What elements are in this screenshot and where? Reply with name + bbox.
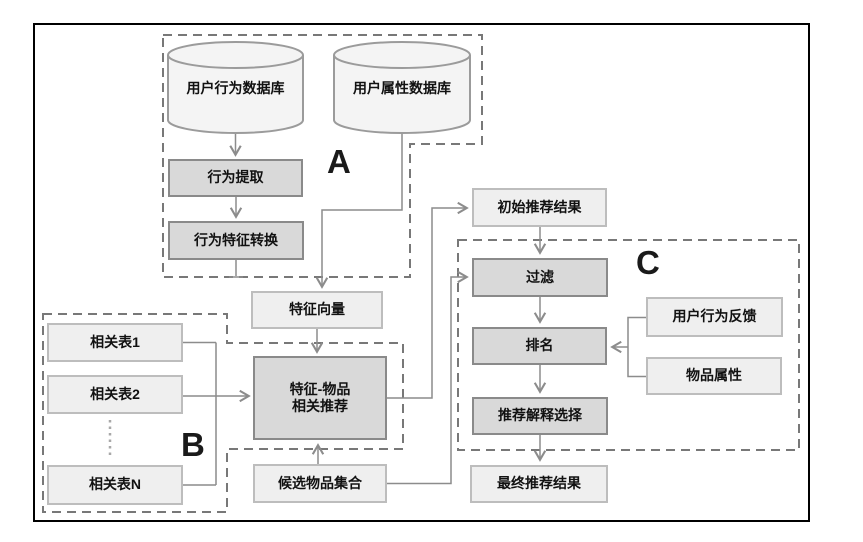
connector-candidate-to-filter <box>387 270 469 485</box>
rel-table-2-box: 相关表2 <box>47 375 183 414</box>
explain-select-box: 推荐解释选择 <box>472 397 608 435</box>
candidate-items-box: 候选物品集合 <box>253 464 387 503</box>
rel-table-1-box: 相关表1 <box>47 323 183 362</box>
initial-result-box: 初始推荐结果 <box>472 188 607 227</box>
outer-frame <box>33 23 810 522</box>
section-a-outline <box>162 34 483 278</box>
rank-box: 排名 <box>472 327 607 365</box>
section-c-outline <box>457 239 800 451</box>
behavior-extract-box: 行为提取 <box>168 159 303 197</box>
connector-featureitem-to-initial <box>387 201 469 399</box>
filter-box: 过滤 <box>472 258 608 297</box>
feature-item-recommend-box: 特征-物品 相关推荐 <box>253 356 387 440</box>
section-a-label: A <box>327 143 351 180</box>
db-attribute-label: 用户属性数据库 <box>353 80 451 96</box>
rel-table-n-box: 相关表N <box>47 465 183 505</box>
section-c-label: C <box>636 244 660 281</box>
db-behavior-label: 用户行为数据库 <box>186 80 285 96</box>
feature-vector-box: 特征向量 <box>251 291 383 329</box>
section-b-outline <box>42 313 404 513</box>
connector-db2-to-featurevector <box>315 134 403 289</box>
item-attribute-box: 物品属性 <box>646 357 782 395</box>
section-b-label: B <box>181 426 205 463</box>
behavior-transform-box: 行为特征转换 <box>168 221 304 260</box>
connectors <box>108 134 646 486</box>
connector-feedback-bracket <box>627 316 646 378</box>
final-result-box: 最终推荐结果 <box>470 465 608 503</box>
user-feedback-box: 用户行为反馈 <box>646 297 783 337</box>
database-cylinder-behavior <box>167 41 304 134</box>
database-cylinder-attribute <box>333 41 471 134</box>
